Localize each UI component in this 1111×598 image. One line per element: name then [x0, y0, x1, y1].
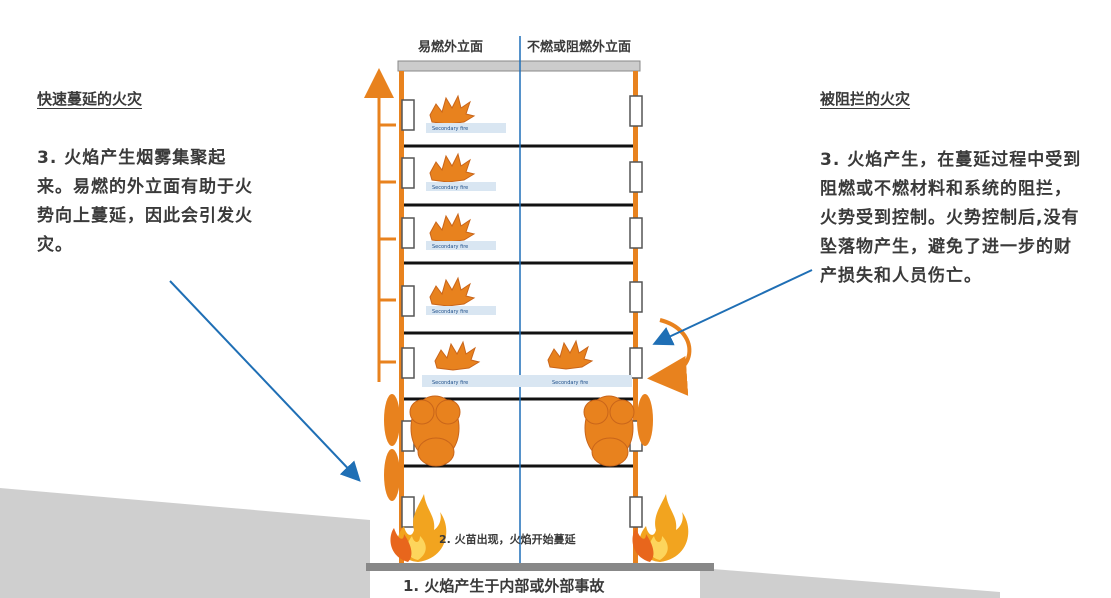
secondary-fire-label: Secondary fire [432, 185, 468, 191]
ground-slab [366, 563, 714, 571]
outer-flames-right [637, 394, 653, 446]
secondary-fire-label-bars [422, 123, 632, 387]
right-panel-heading: 被阻拦的火灾 [820, 90, 911, 108]
step2-caption: 2. 火苗出现，火焰开始蔓延 [439, 533, 576, 546]
secondary-fire-label: Secondary fire [432, 244, 468, 250]
left-facade-column [399, 71, 404, 563]
right-facade-column [633, 71, 638, 563]
ground-flames-left [390, 494, 447, 562]
left-facade-label: 易燃外立面 [418, 40, 484, 55]
left-panel-description: 3. 火焰产生烟雾集聚起来。易燃的外立面有助于火势向上蔓延，因此会引发火灾。 [37, 148, 253, 255]
right-panel-description: 3. 火焰产生，在蔓延过程中受到阻燃或不燃材料和系统的阻拦，火势受到控制。火势控… [820, 150, 1082, 286]
left-window-frames [401, 99, 415, 528]
step1-caption: 1. 火焰产生于内部或外部事故 [403, 577, 605, 595]
secondary-fire-clouds-left [429, 95, 480, 371]
ground-right [700, 568, 1000, 598]
curved-arrow-right [647, 318, 692, 396]
left-panel-heading: 快速蔓延的火灾 [37, 90, 143, 108]
right-pointer-arrow [652, 269, 813, 346]
secondary-fire-cloud-right [547, 340, 593, 370]
secondary-fire-label: Secondary fire [552, 380, 588, 386]
left-pointer-arrow [169, 280, 361, 482]
right-facade-label: 不燃或阻燃外立面 [527, 40, 632, 55]
ground-left [0, 488, 370, 598]
secondary-fire-label: Secondary fire [432, 309, 468, 315]
fire-blob-left [409, 395, 461, 467]
secondary-fire-label: Secondary fire [432, 380, 468, 386]
secondary-fire-label: Secondary fire [432, 126, 468, 132]
outer-flames-left [384, 394, 400, 501]
fire-blob-right [583, 395, 635, 467]
left-upward-arrows [364, 68, 396, 382]
roof-slab [397, 60, 641, 72]
